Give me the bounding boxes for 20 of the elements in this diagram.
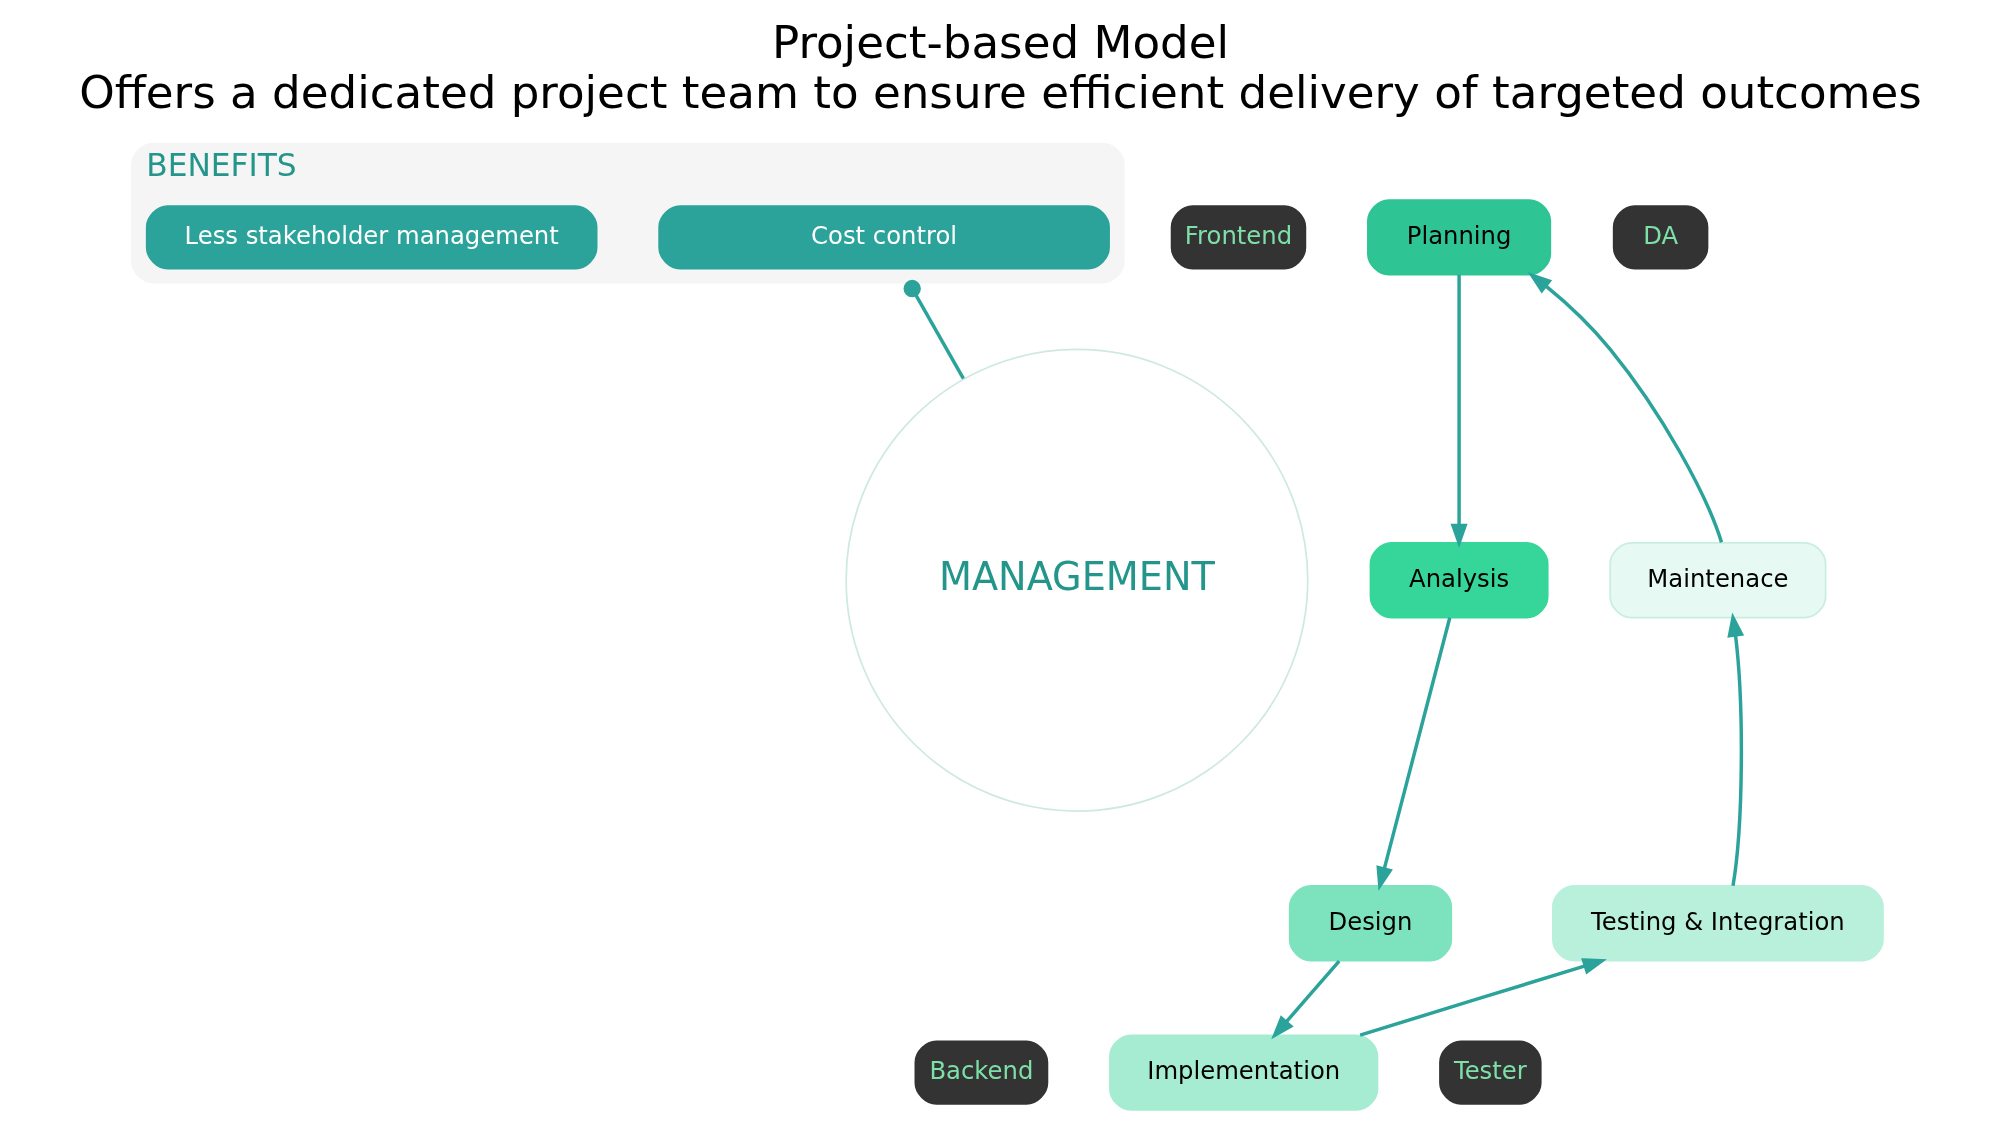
node-box: Maintenace [1608, 542, 1826, 619]
connector [903, 279, 965, 380]
node-box: Backend [914, 1040, 1048, 1105]
node-box: Analysis [1369, 542, 1549, 619]
node-circle: MANAGEMENT [844, 348, 1309, 812]
node-box: Less stakeholder management [145, 205, 597, 270]
arrow [1726, 612, 1744, 887]
node-box: Planning [1366, 199, 1551, 276]
node-box: Frontend [1170, 205, 1306, 270]
node-box: Implementation [1108, 1034, 1378, 1111]
arrow [1450, 274, 1468, 549]
arrow [1270, 959, 1340, 1040]
node-box: Tester [1438, 1040, 1542, 1105]
node-box: Cost control [657, 205, 1110, 270]
node-box: DA [1612, 205, 1708, 270]
node-box: Testing & Integration [1551, 885, 1884, 962]
arrow [1527, 271, 1723, 543]
arrow [1375, 617, 1451, 891]
node-box: Design [1288, 885, 1452, 962]
arrow [1359, 958, 1607, 1037]
